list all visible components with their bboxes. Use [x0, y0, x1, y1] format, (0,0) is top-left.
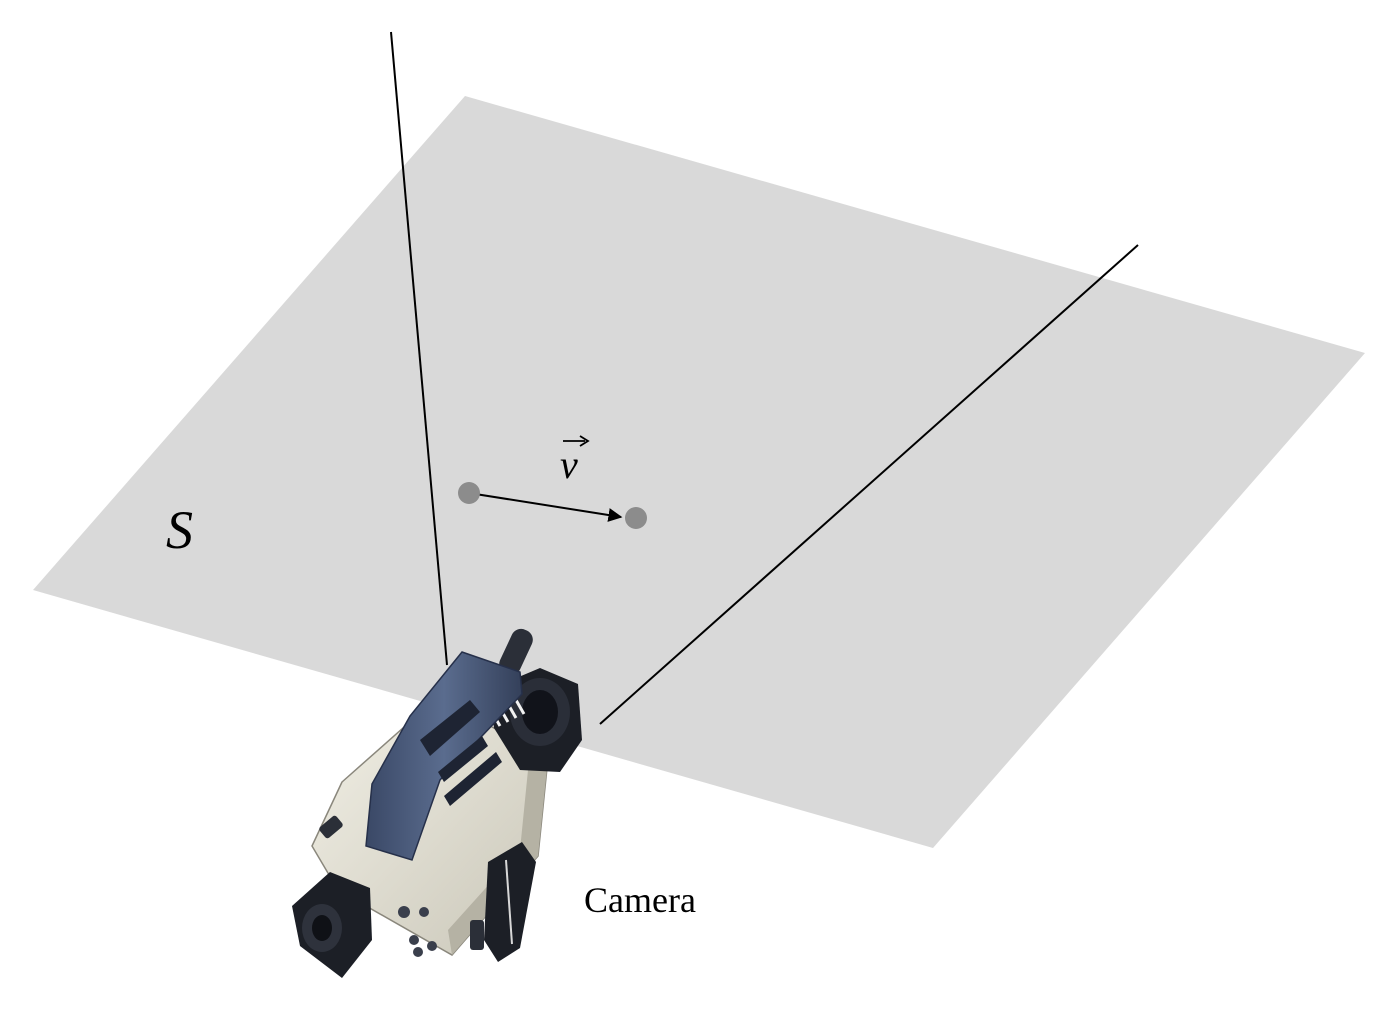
vector-label: v — [560, 435, 590, 487]
plane-label: S — [166, 500, 193, 560]
vector-end-point — [625, 507, 647, 529]
plane-s — [33, 96, 1365, 848]
fov-line-right — [599, 244, 1139, 725]
vector-arrow — [468, 492, 623, 522]
vector-start-point — [458, 482, 480, 504]
camera-handle — [365, 651, 523, 861]
camera-label: Camera — [584, 880, 696, 920]
vector-label-text: v — [560, 442, 578, 487]
fov-line-left — [390, 31, 448, 666]
camera-illustration — [292, 628, 582, 978]
